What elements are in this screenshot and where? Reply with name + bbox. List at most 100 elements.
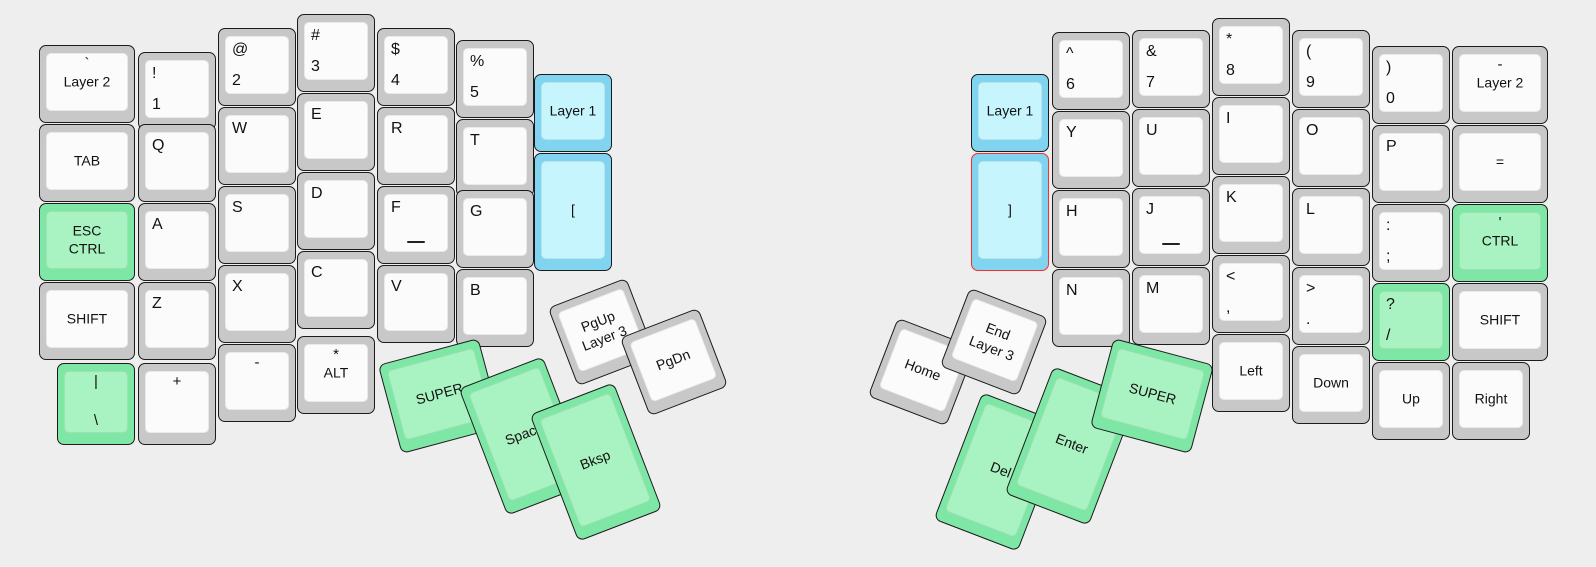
key-k[interactable]: K <box>1212 176 1290 254</box>
key-minus[interactable]: - <box>218 344 296 422</box>
key-shift-left[interactable]: SHIFT <box>39 282 135 360</box>
legend-n-tl: N <box>1066 282 1078 299</box>
keycap-star-8: *8 <box>1219 26 1283 84</box>
keycap-n: N <box>1059 277 1123 335</box>
keycap-bksp: Bksp <box>539 392 652 528</box>
key-left[interactable]: Left <box>1212 334 1290 412</box>
key-alt[interactable]: *ALT <box>297 336 375 414</box>
key-bracket-close[interactable]: ] <box>971 153 1049 271</box>
key-s[interactable]: S <box>218 186 296 264</box>
key-n[interactable]: N <box>1052 269 1130 347</box>
key-r[interactable]: R <box>377 107 455 185</box>
key-bracket-open[interactable]: [ <box>534 153 612 271</box>
legend-w-tl: W <box>232 120 248 137</box>
key-lt-comma[interactable]: <, <box>1212 255 1290 333</box>
legend-down-ctr: Down <box>1313 374 1349 391</box>
key-e[interactable]: E <box>297 93 375 171</box>
key-q[interactable]: Q <box>138 124 216 202</box>
key-pipe-backsl[interactable]: |\ <box>57 363 135 445</box>
keycap-r: R <box>384 115 448 173</box>
key-shift-right[interactable]: SHIFT <box>1452 283 1548 361</box>
key-p[interactable]: P <box>1372 125 1450 203</box>
legend-bang-1-tl: ! <box>152 65 157 82</box>
legend-shift-left-ctr: SHIFT <box>66 310 108 327</box>
keycap-bang-1: !1 <box>145 60 209 118</box>
legend-caret-6-tl: ^ <box>1066 45 1074 62</box>
keycap-esc-ctrl: ESC CTRL <box>46 211 128 269</box>
key-y[interactable]: Y <box>1052 111 1130 189</box>
key-i[interactable]: I <box>1212 97 1290 175</box>
keycap-up: Up <box>1379 370 1443 428</box>
key-gt-period[interactable]: >. <box>1292 267 1370 345</box>
key-amp-7[interactable]: &7 <box>1132 30 1210 108</box>
key-caret-6[interactable]: ^6 <box>1052 32 1130 110</box>
key-down[interactable]: Down <box>1292 346 1370 424</box>
key-o[interactable]: O <box>1292 109 1370 187</box>
key-minus-layer2[interactable]: -Layer 2 <box>1452 46 1548 124</box>
legend-j-tl: J <box>1146 201 1154 218</box>
legend-quote-ctrl-ctr: CTRL <box>1481 232 1519 249</box>
keycap-z: Z <box>145 290 209 348</box>
key-tab[interactable]: TAB <box>39 124 135 202</box>
key-at-2[interactable]: @2 <box>218 28 296 106</box>
keycap-quote-ctrl: 'CTRL <box>1459 212 1541 270</box>
keycap-d: D <box>304 180 368 238</box>
legend-bksp-ctr: Bksp <box>577 446 613 473</box>
legend-plus-tc: + <box>172 373 182 390</box>
key-u[interactable]: U <box>1132 109 1210 187</box>
key-grave-layer2[interactable]: `Layer 2 <box>39 45 135 123</box>
key-dollar-4[interactable]: $4 <box>377 28 455 106</box>
legend-amp-7-bl: 7 <box>1146 73 1155 91</box>
key-hash-3[interactable]: #3 <box>297 14 375 92</box>
legend-caret-6-bl: 6 <box>1066 75 1075 93</box>
key-up[interactable]: Up <box>1372 362 1450 440</box>
key-f[interactable]: F <box>377 186 455 264</box>
key-right[interactable]: Right <box>1452 362 1530 440</box>
key-percent-5[interactable]: %5 <box>456 40 534 118</box>
legend-quote-ctrl-tc: ' <box>1498 214 1502 231</box>
legend-r-tl: R <box>391 120 403 137</box>
key-x[interactable]: X <box>218 265 296 343</box>
key-l[interactable]: L <box>1292 188 1370 266</box>
key-layer1-left[interactable]: Layer 1 <box>534 74 612 152</box>
key-layer1-right[interactable]: Layer 1 <box>971 74 1049 152</box>
key-b[interactable]: B <box>456 269 534 347</box>
keycap-g: G <box>463 198 527 256</box>
key-paren-9[interactable]: (9 <box>1292 30 1370 108</box>
legend-bracket-open-ctr: [ <box>571 201 575 218</box>
key-t[interactable]: T <box>456 119 534 197</box>
key-j[interactable]: J <box>1132 188 1210 266</box>
key-star-8[interactable]: *8 <box>1212 18 1290 96</box>
legend-t-tl: T <box>470 132 480 149</box>
key-c[interactable]: C <box>297 251 375 329</box>
key-v[interactable]: V <box>377 265 455 343</box>
legend-p-tl: P <box>1386 138 1397 155</box>
key-colon-semi[interactable]: :; <box>1372 204 1450 282</box>
keycap-b: B <box>463 277 527 335</box>
legend-i-tl: I <box>1226 110 1231 127</box>
key-w[interactable]: W <box>218 107 296 185</box>
key-h[interactable]: H <box>1052 190 1130 268</box>
key-a[interactable]: A <box>138 203 216 281</box>
key-equals[interactable]: = <box>1452 125 1548 203</box>
keycap-right: Right <box>1459 370 1523 428</box>
key-d[interactable]: D <box>297 172 375 250</box>
keycap-caret-6: ^6 <box>1059 40 1123 98</box>
key-g[interactable]: G <box>456 190 534 268</box>
key-z[interactable]: Z <box>138 282 216 360</box>
key-esc-ctrl[interactable]: ESC CTRL <box>39 203 135 281</box>
key-quote-ctrl[interactable]: 'CTRL <box>1452 204 1548 282</box>
key-cparen-0[interactable]: )0 <box>1372 46 1450 124</box>
keycap-dollar-4: $4 <box>384 36 448 94</box>
legend-at-2-bl: 2 <box>232 71 241 89</box>
legend-enter-ctr: Enter <box>1053 430 1091 458</box>
key-bksp[interactable]: Bksp <box>529 382 663 542</box>
key-question-slash[interactable]: ?/ <box>1372 283 1450 361</box>
legend-shift-right-ctr: SHIFT <box>1479 311 1521 328</box>
key-plus[interactable]: + <box>138 363 216 445</box>
key-bang-1[interactable]: !1 <box>138 52 216 130</box>
keycap-at-2: @2 <box>225 36 289 94</box>
key-m[interactable]: M <box>1132 267 1210 345</box>
legend-star-8-tl: * <box>1226 31 1233 48</box>
